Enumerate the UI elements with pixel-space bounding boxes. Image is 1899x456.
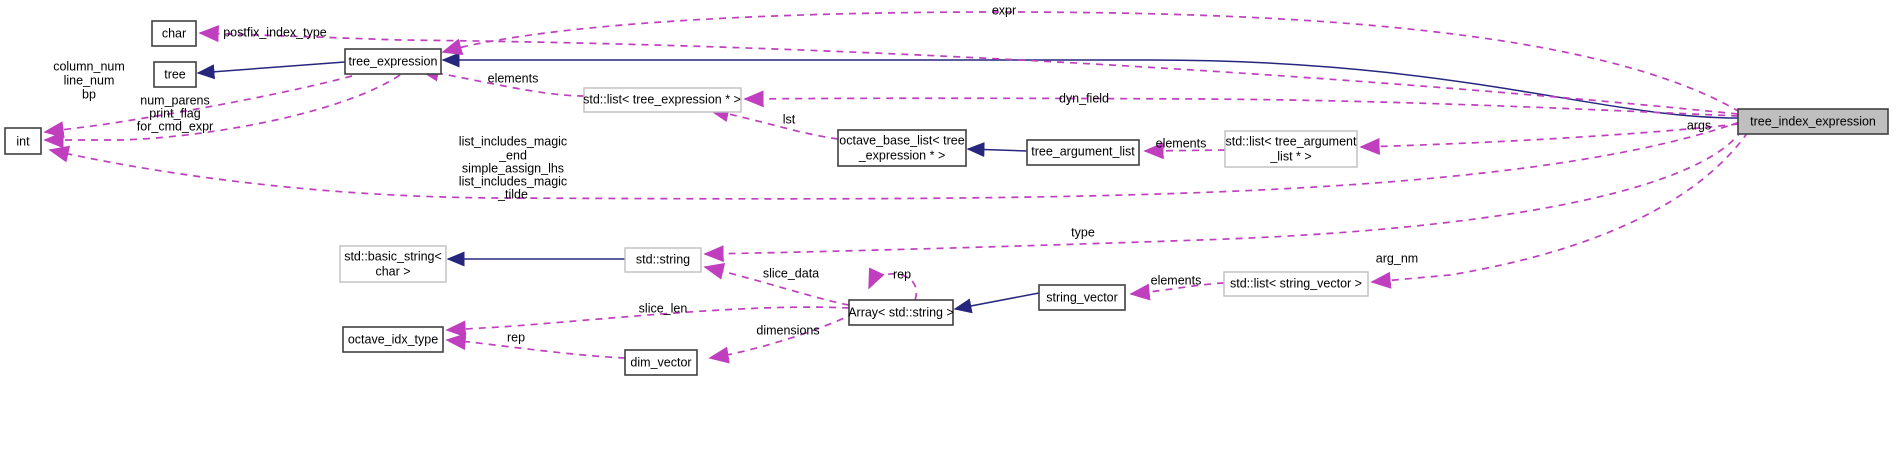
svg-text:_end: _end: [498, 148, 527, 162]
node-std-string-label: std::string: [636, 252, 690, 266]
svg-text:line_num: line_num: [64, 73, 115, 87]
edge-label-dyn-field: dyn_field: [1059, 91, 1109, 105]
svg-text:print_flag: print_flag: [149, 106, 200, 120]
node-dim-vector[interactable]: dim_vector: [624, 349, 698, 376]
edge-label-slice-len: slice_len: [639, 301, 688, 315]
node-octave-base-list-line2: _expression * >: [858, 148, 946, 162]
node-dim-vector-label: dim_vector: [630, 355, 691, 369]
usage-edges: [43, 11, 1749, 364]
node-tree[interactable]: tree: [153, 61, 197, 88]
edge-label-dimensions: dimensions: [756, 323, 819, 337]
svg-text:column_num: column_num: [53, 59, 125, 73]
edge-label-postfix-index-type: postfix_index_type: [223, 25, 327, 39]
node-string-vector[interactable]: string_vector: [1038, 284, 1126, 311]
edge-label-type: type: [1071, 225, 1095, 239]
node-int[interactable]: int: [4, 127, 42, 155]
node-octave-idx-type-label: octave_idx_type: [348, 332, 438, 346]
edge-args: [1359, 123, 1739, 155]
edge-label-lst: lst: [783, 112, 796, 126]
edge-label-arg-nm: arg_nm: [1376, 251, 1418, 265]
edge-elements-string-vector: [1129, 282, 1225, 301]
node-basic-string-char-line1: std::basic_string<: [344, 249, 442, 263]
node-tree-expression[interactable]: tree_expression: [344, 48, 442, 75]
node-list-tree-expression[interactable]: std::list< tree_expression * >: [583, 87, 742, 113]
edge-label-magic-group: list_includes_magic _end simple_assign_l…: [459, 134, 567, 201]
edge-rep-dim-vector: [445, 333, 626, 359]
edge-label-slice-data: slice_data: [763, 266, 819, 280]
edge-label-rep-self: rep: [893, 267, 911, 281]
edge-array-string-inherit: [953, 292, 1040, 314]
edge-tree-expression-inherit: [441, 52, 1739, 119]
edge-label-args: args: [1687, 118, 1711, 132]
node-basic-string-char[interactable]: std::basic_string< char >: [339, 245, 447, 283]
edge-label-elements-1: elements: [488, 71, 539, 85]
node-list-tree-expression-label: std::list< tree_expression * >: [583, 92, 741, 106]
edge-label-elements-2: elements: [1156, 136, 1207, 150]
edge-dimensions: [708, 312, 856, 364]
node-tree-index-expression-label: tree_index_expression: [1750, 114, 1876, 128]
svg-text:bp: bp: [82, 87, 96, 101]
edge-label-elements-3: elements: [1151, 273, 1202, 287]
edge-dyn-field: [743, 90, 1739, 117]
edge-label-expr: expr: [992, 3, 1016, 17]
node-list-tree-argument-list-line2: _list * >: [1269, 149, 1311, 163]
node-char[interactable]: char: [151, 20, 197, 47]
node-char-label: char: [162, 26, 186, 40]
node-list-tree-argument-list-line1: std::list< tree_argument: [1226, 134, 1357, 148]
node-int-label: int: [16, 134, 30, 148]
edge-elements-argument-list: [1143, 142, 1226, 160]
svg-text:simple_assign_lhs: simple_assign_lhs: [462, 161, 564, 175]
nodes: int char tree tree_expression std::list<…: [4, 20, 1889, 376]
edge-label-num-parens-group: num_parens print_flag for_cmd_expr: [137, 93, 213, 133]
node-octave-base-list-line1: octave_base_list< tree: [839, 133, 964, 147]
svg-text:num_parens: num_parens: [140, 93, 210, 107]
node-octave-idx-type[interactable]: octave_idx_type: [342, 326, 444, 353]
svg-text:_tilde: _tilde: [497, 187, 528, 201]
svg-text:list_includes_magic: list_includes_magic: [459, 174, 567, 188]
node-tree-argument-list[interactable]: tree_argument_list: [1026, 139, 1140, 166]
svg-text:for_cmd_expr: for_cmd_expr: [137, 119, 213, 133]
svg-text:list_includes_magic: list_includes_magic: [459, 134, 567, 148]
edge-label-rep-2: rep: [507, 330, 525, 344]
edge-expr: [441, 11, 1741, 113]
edge-lst: [708, 105, 839, 140]
node-tree-label: tree: [164, 67, 186, 81]
node-list-string-vector-label: std::list< string_vector >: [1230, 276, 1362, 290]
inheritance-edges: [196, 52, 1739, 314]
edge-octave-base-list-inherit: [966, 142, 1028, 158]
node-string-vector-label: string_vector: [1046, 290, 1118, 304]
edge-type: [703, 129, 1743, 263]
edge-labels: expr postfix_index_type elements dyn_fie…: [53, 3, 1711, 344]
node-tree-index-expression[interactable]: tree_index_expression: [1737, 108, 1889, 135]
node-tree-argument-list-label: tree_argument_list: [1031, 144, 1135, 158]
node-list-tree-argument-list[interactable]: std::list< tree_argument _list * >: [1224, 130, 1358, 168]
edge-postfix-index-type: [198, 25, 1739, 115]
node-basic-string-char-line2: char >: [375, 264, 410, 278]
node-octave-base-list[interactable]: octave_base_list< tree _expression * >: [837, 129, 967, 167]
node-array-std-string-label: Array< std::string >: [848, 305, 954, 319]
edge-arg-nm: [1370, 131, 1749, 289]
edge-column-num: [43, 75, 353, 139]
node-tree-expression-label: tree_expression: [349, 54, 438, 68]
node-array-std-string[interactable]: Array< std::string >: [848, 299, 954, 326]
node-std-string[interactable]: std::string: [624, 247, 702, 273]
edge-tree-inherit: [196, 61, 346, 80]
node-list-string-vector[interactable]: std::list< string_vector >: [1223, 271, 1369, 297]
edge-slice-len: [445, 306, 850, 338]
edge-list-includes-magic: [48, 121, 1741, 200]
edge-label-column-num-group: column_num line_num bp: [53, 59, 125, 101]
